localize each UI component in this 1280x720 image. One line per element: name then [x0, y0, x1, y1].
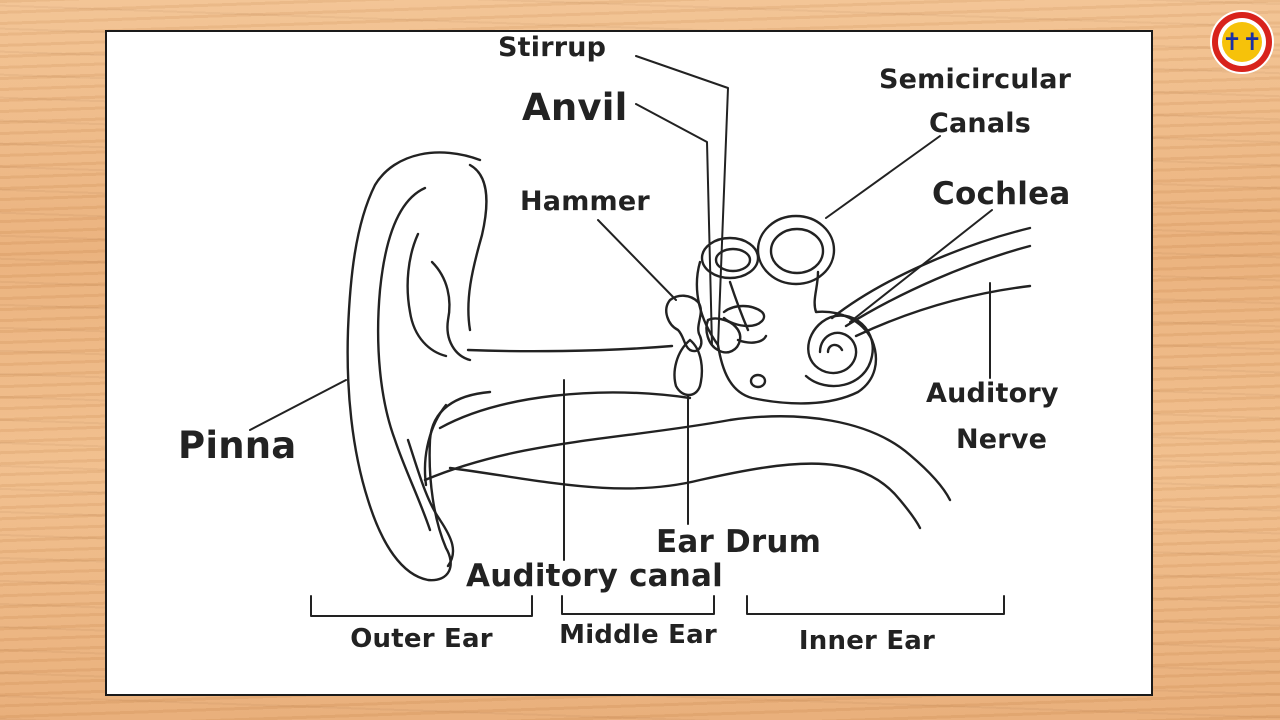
cochlea-spiral [804, 314, 874, 388]
stirrup-base [736, 334, 768, 344]
label-semicircular-line1: Semicircular [879, 64, 1072, 95]
pinna-concha [430, 260, 472, 362]
nerve-3 [854, 284, 1032, 338]
stirrup-bone [722, 304, 766, 328]
leader-anvil [635, 103, 713, 346]
label-anvil: Anvil [522, 86, 628, 129]
nerve-1 [830, 226, 1032, 320]
diagram-board [105, 30, 1153, 696]
cochlea-spiral-inner [826, 343, 844, 354]
semicircular-canal-1-inner [714, 247, 752, 273]
bracket-inner [746, 595, 1005, 615]
leader-pinna [249, 379, 347, 431]
canal-lower [438, 391, 692, 430]
leader-semicircular [825, 135, 941, 219]
pinna-lobe [406, 438, 455, 568]
section-brackets [310, 595, 1005, 617]
canal-bottom [448, 462, 922, 530]
label-auditory-nerve-line2: Nerve [956, 424, 1048, 455]
semicircular-canal-2 [756, 214, 836, 286]
cross-emblem-icon: ✝✝ [1210, 10, 1274, 74]
ear-drum-shape [673, 338, 704, 397]
label-hammer: Hammer [520, 186, 650, 217]
leader-cochlea [849, 209, 993, 323]
canal-floor [423, 415, 952, 502]
pinna-helix-rim [467, 163, 488, 332]
pinna-cartilage-edge [423, 403, 448, 487]
leader-hammer [597, 219, 677, 301]
nerve-2 [844, 244, 1032, 328]
section-outer-ear: Outer Ear [350, 624, 493, 654]
pinna-inner-fold [376, 186, 432, 532]
section-inner-ear: Inner Ear [798, 626, 936, 656]
bracket-outer [310, 595, 533, 617]
pinna-outline [346, 151, 492, 582]
emblem-glyph: ✝✝ [1222, 28, 1263, 56]
leader-lines [249, 55, 993, 561]
hammer-bone [665, 294, 703, 353]
label-pinna: Pinna [178, 424, 297, 467]
oval-window [749, 373, 767, 389]
label-auditory-canal: Auditory canal [466, 558, 723, 594]
section-middle-ear: Middle Ear [559, 620, 717, 650]
canal-upper [466, 344, 674, 353]
bracket-middle [561, 595, 715, 615]
label-ear-drum: Ear Drum [656, 524, 822, 560]
label-auditory-nerve-line1: Auditory [926, 378, 1059, 409]
vestibule-inner [728, 280, 750, 332]
label-stirrup: Stirrup [498, 32, 607, 63]
semicircular-canal-2-inner [769, 227, 825, 275]
leader-stirrup [635, 55, 729, 347]
pinna-antitragus [406, 232, 448, 358]
label-semicircular-line2: Canals [929, 108, 1032, 139]
label-cochlea: Cochlea [932, 176, 1071, 212]
